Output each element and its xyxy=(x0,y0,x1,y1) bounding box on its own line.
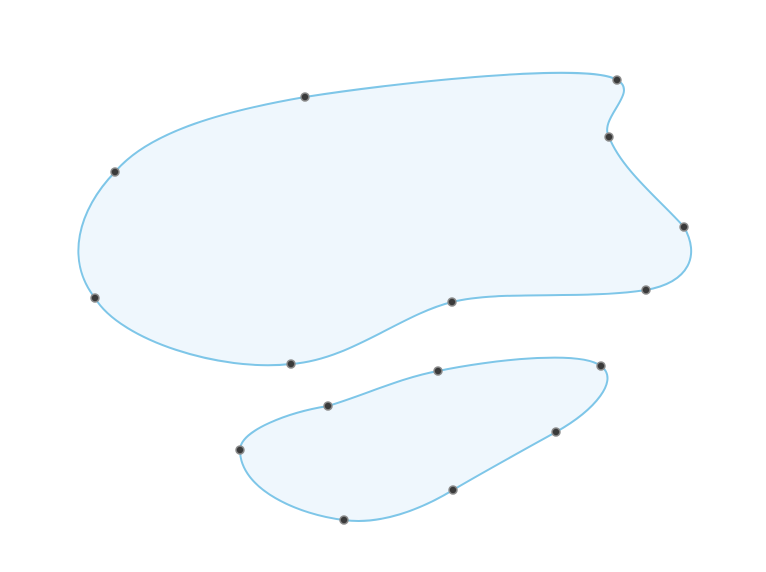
control-point[interactable] xyxy=(679,222,689,232)
control-point[interactable] xyxy=(641,285,651,295)
control-point[interactable] xyxy=(339,515,349,525)
control-point[interactable] xyxy=(323,401,333,411)
small-blob-shape[interactable] xyxy=(235,356,609,525)
control-point[interactable] xyxy=(596,361,606,371)
control-point[interactable] xyxy=(90,293,100,303)
control-point[interactable] xyxy=(447,297,457,307)
control-point[interactable] xyxy=(604,132,614,142)
large-blob-outline[interactable] xyxy=(77,71,693,367)
control-point[interactable] xyxy=(433,366,443,376)
small-blob-outline[interactable] xyxy=(239,356,609,522)
control-point[interactable] xyxy=(286,359,296,369)
control-point[interactable] xyxy=(612,75,622,85)
control-point[interactable] xyxy=(448,485,458,495)
control-point[interactable] xyxy=(300,92,310,102)
large-blob-shape[interactable] xyxy=(77,71,693,369)
control-point[interactable] xyxy=(110,167,120,177)
control-point[interactable] xyxy=(551,427,561,437)
control-point[interactable] xyxy=(235,445,245,455)
